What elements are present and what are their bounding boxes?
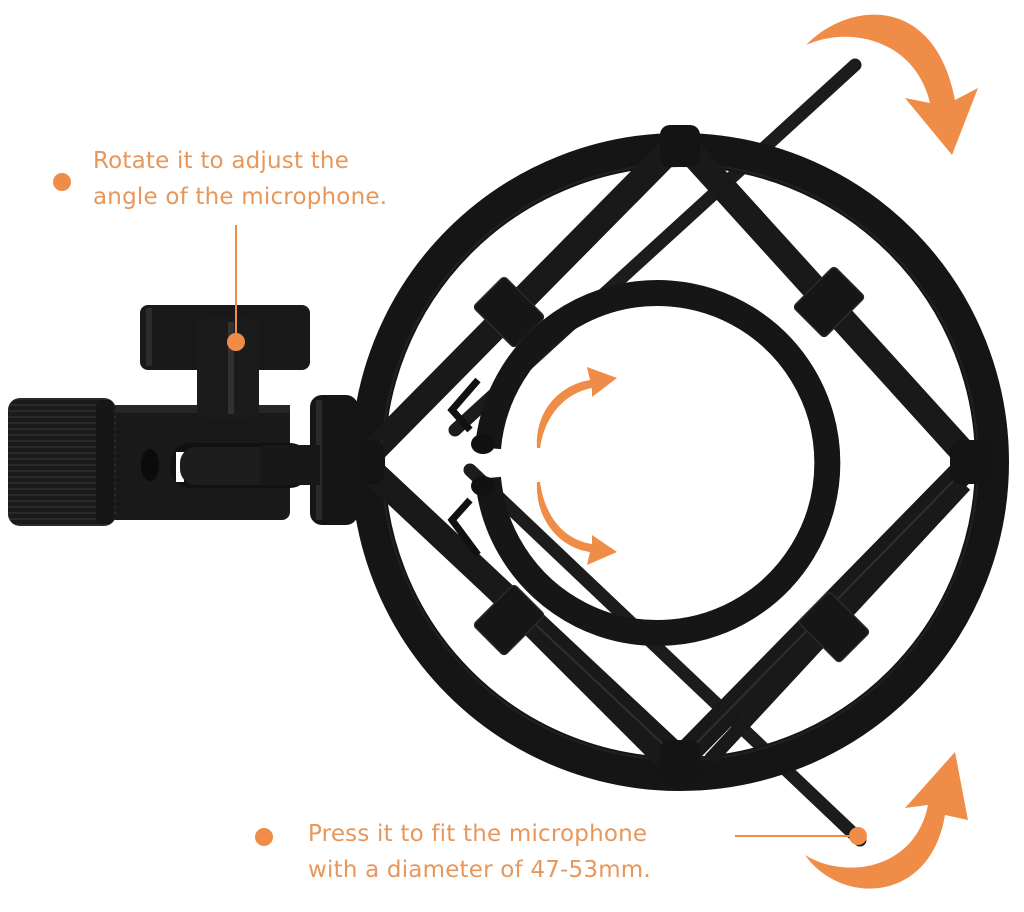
curved-arrow-clockwise-icon xyxy=(806,14,978,155)
annotation-line: angle of the microphone. xyxy=(93,184,388,210)
inner-ring xyxy=(475,280,841,646)
tilt-joint xyxy=(100,405,320,520)
annotation-line: Press it to fit the microphone xyxy=(308,821,648,847)
annotation-bullet xyxy=(255,828,273,846)
curved-arrow-up-icon xyxy=(805,752,968,889)
tilt-knob xyxy=(140,305,310,418)
band-clips xyxy=(473,266,870,663)
outer-ring xyxy=(351,133,1009,791)
knurled-knob xyxy=(8,398,116,526)
annotation-rotate: Rotate it to adjust the angle of the mic… xyxy=(93,143,387,215)
expand-arrow-icon xyxy=(536,367,617,565)
annotation-bullet xyxy=(53,173,71,191)
annotation-press: Press it to fit the microphone with a di… xyxy=(308,816,651,888)
inner-ring-hinge xyxy=(447,377,495,558)
annotation-line: Rotate it to adjust the xyxy=(93,148,350,174)
annotation-line: with a diameter of 47-53mm. xyxy=(308,857,651,883)
leader-lines xyxy=(227,225,867,845)
